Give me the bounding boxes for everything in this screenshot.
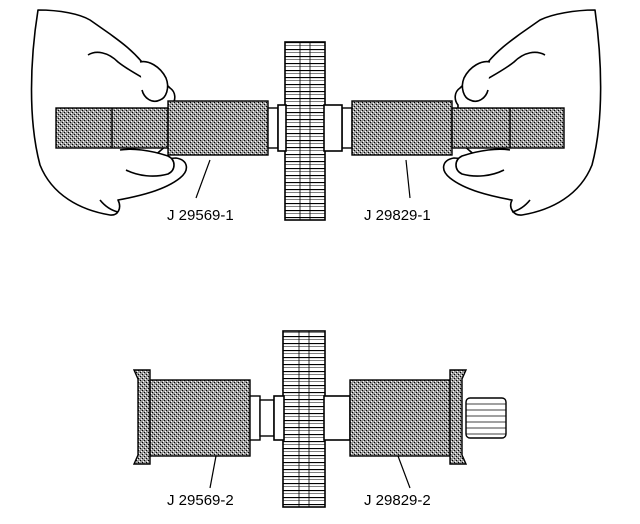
label-j-29569-2: J 29569-2 [167,492,234,509]
gear-bottom [273,330,351,508]
label-j-29829-2: J 29829-2 [364,492,431,509]
bottom-view: J 29569-2 J 29829-2 [132,330,507,509]
label-j-29569-1: J 29569-1 [167,207,234,224]
gear-top [277,41,343,221]
right-tool-top [341,100,565,156]
right-tool-bottom [349,369,507,465]
bottom-leader-lines [209,455,411,489]
top-view: J 29569-1 J 29829-1 [30,9,602,224]
top-leader-lines [195,159,411,199]
left-tool-top [55,100,279,156]
left-tool-bottom [132,369,275,465]
label-j-29829-1: J 29829-1 [364,207,431,224]
